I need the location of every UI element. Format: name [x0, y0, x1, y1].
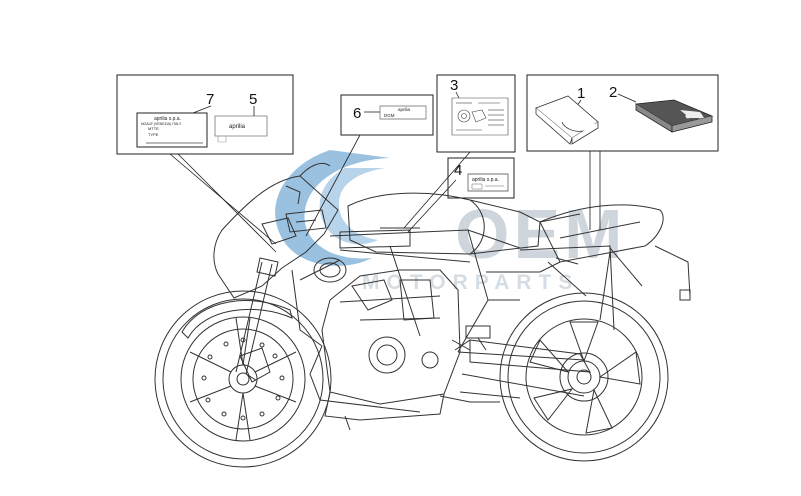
callout-3: 3	[450, 77, 458, 94]
oem-watermark: OEM MOTORPARTS	[275, 150, 622, 294]
dgm-brand: aprilia	[398, 107, 411, 112]
plate-address: NOALE (VENEZIA) ITALY	[141, 122, 182, 126]
info-sticker	[452, 98, 508, 135]
spa-decal: aprilia s.p.a.	[468, 174, 508, 191]
tank-and-seat	[348, 193, 580, 254]
detail-box-label-4: 4 aprilia s.p.a.	[408, 158, 514, 232]
plate-brand: aprilia s.p.a.	[154, 116, 181, 122]
owners-manual	[636, 100, 712, 132]
front-fork	[236, 258, 278, 382]
identification-plate: aprilia s.p.a. NOALE (VENEZIA) ITALY MTT…	[137, 113, 207, 147]
callout-2: 2	[609, 84, 617, 101]
plate-type: TYPE	[148, 132, 159, 137]
airbox	[314, 230, 410, 282]
spa-decal-brand: aprilia s.p.a.	[472, 177, 499, 183]
rear-wheel	[500, 293, 668, 461]
callout-4: 4	[454, 162, 462, 179]
exhaust	[310, 346, 520, 412]
plate-mtte: MTTE	[148, 126, 159, 131]
watermark-subtitle: MOTORPARTS	[362, 271, 579, 294]
detail-box-label-3: 3	[404, 75, 515, 228]
aprilia-decal-small: aprilia	[215, 116, 267, 142]
detail-box-items-1-2: 1 2	[527, 75, 718, 230]
detail-box-label-6: 6 aprilia DGM	[306, 95, 433, 236]
callout-6: 6	[353, 105, 361, 122]
decal-brand-small: aprilia	[229, 124, 246, 130]
callout-7: 7	[206, 91, 214, 108]
callout-1: 1	[577, 85, 585, 102]
engine	[322, 270, 500, 430]
dgm-decal: aprilia DGM	[380, 106, 426, 119]
detail-box-labels-7-5: aprilia s.p.a. NOALE (VENEZIA) ITALY MTT…	[117, 75, 293, 252]
dgm-text: DGM	[384, 113, 395, 118]
dashboard	[286, 210, 326, 232]
swingarm-and-chain	[455, 340, 590, 396]
document-pouch	[536, 96, 598, 144]
front-wheel	[155, 291, 331, 467]
callout-5: 5	[249, 91, 257, 108]
watermark-swoosh-inner	[319, 168, 385, 245]
